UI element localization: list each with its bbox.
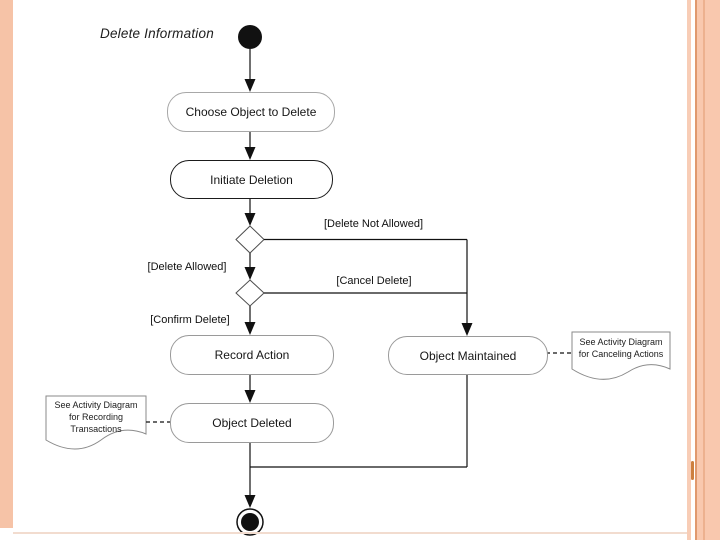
action-initiate-deletion-label: Initiate Deletion: [210, 172, 293, 187]
action-choose-object-label: Choose Object to Delete: [185, 105, 317, 119]
diagram-title: Delete Information: [100, 26, 214, 41]
action-record-action: Record Action: [170, 335, 334, 375]
action-object-maintained-label: Object Maintained: [419, 348, 517, 363]
orange-tick-mark: [691, 461, 694, 480]
guard-confirm-delete: [Confirm Delete]: [150, 314, 230, 326]
decision-1-diamond: [235, 225, 265, 254]
action-initiate-deletion: Initiate Deletion: [170, 160, 333, 199]
arrowhead-deleted: [244, 390, 256, 403]
note-canceling-shape: [571, 331, 671, 380]
decision-2-diamond: [235, 279, 265, 307]
final-node: [241, 513, 259, 531]
note-recording-shape: [45, 395, 147, 450]
arrowhead-record: [244, 322, 256, 335]
arrowhead-decision1: [244, 213, 256, 226]
right-border-block: [697, 0, 720, 540]
bottom-border-line: [13, 532, 688, 534]
guard-cancel-delete: [Cancel Delete]: [336, 275, 412, 287]
guard-delete-allowed: [Delete Allowed]: [147, 261, 227, 273]
action-object-deleted: Object Deleted: [170, 403, 334, 443]
guard-delete-not-allowed: [Delete Not Allowed]: [323, 218, 424, 230]
right-inner-stripe: [703, 0, 705, 540]
action-object-maintained: Object Maintained: [388, 336, 548, 375]
note-recording-text: See Activity Diagram for Recording Trans…: [54, 400, 138, 434]
start-node: [238, 25, 262, 49]
right-accent-line: [695, 0, 697, 540]
action-object-deleted-label: Object Deleted: [212, 416, 292, 430]
right-border-stripe: [687, 0, 691, 540]
action-choose-object: Choose Object to Delete: [167, 92, 335, 132]
arrowhead-initiate: [244, 147, 256, 160]
arrowhead-choose: [244, 79, 256, 92]
left-border-stripe: [0, 0, 13, 528]
note-canceling-text: See Activity Diagram for Canceling Actio…: [578, 337, 664, 359]
action-record-action-label: Record Action: [214, 348, 290, 362]
arrowhead-maintained: [461, 323, 473, 336]
arrowhead-decision2: [244, 267, 256, 280]
arrowhead-final: [244, 495, 256, 508]
